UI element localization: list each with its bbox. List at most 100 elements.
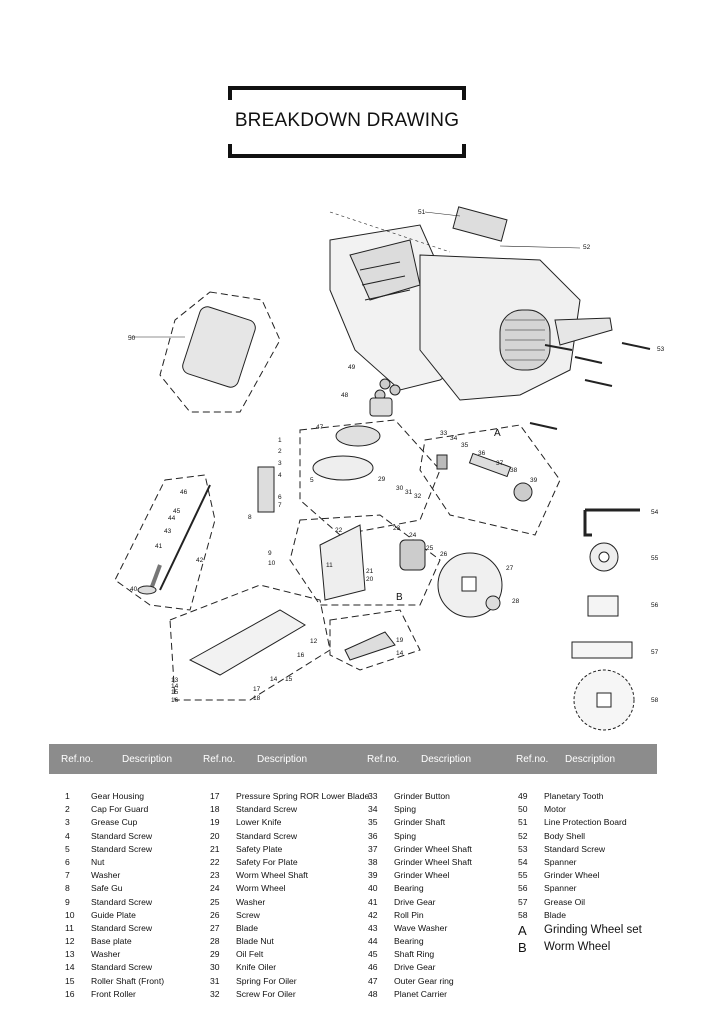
part-description: Washer xyxy=(91,870,121,881)
motor-group-outline xyxy=(159,291,281,413)
header-description-1: Description xyxy=(122,754,173,765)
callout-37: 37 xyxy=(496,460,504,467)
part-description: Worm Wheel xyxy=(544,940,611,953)
part-ref-number: 57 xyxy=(518,896,528,907)
callout-2: 2 xyxy=(278,448,282,455)
spanner-56-shape xyxy=(587,595,619,617)
grinding-wheel-set-outline xyxy=(419,424,561,536)
callout-48: 48 xyxy=(341,392,349,399)
part-ref-number: A xyxy=(518,922,527,938)
callout-1: 1 xyxy=(278,437,282,444)
part-ref-number: 9 xyxy=(65,896,70,907)
callout-57: 57 xyxy=(651,649,659,656)
callout-16: 16 xyxy=(171,697,179,704)
callout-B: B xyxy=(396,592,403,603)
part-ref-number: 40 xyxy=(368,883,378,894)
part-ref-number: 11 xyxy=(65,922,74,933)
part-ref-number: 52 xyxy=(518,830,528,841)
part-ref-number: 24 xyxy=(210,883,220,894)
callout-11: 11 xyxy=(326,562,333,569)
part-description: Knife Oiler xyxy=(236,962,277,973)
header-description-2: Description xyxy=(257,754,308,765)
callout-17: 17 xyxy=(253,686,261,693)
callout-40: 40 xyxy=(130,586,138,593)
callout-8: 8 xyxy=(248,514,252,521)
callout-58: 58 xyxy=(651,697,659,704)
part-ref-number: 15 xyxy=(65,975,75,986)
callout-28: 28 xyxy=(512,598,520,605)
callout-19: 19 xyxy=(396,637,404,644)
part-description: Grinder Button xyxy=(394,791,450,801)
safe-guard xyxy=(257,466,275,513)
motor-body xyxy=(182,306,256,388)
callout-34: 34 xyxy=(450,435,458,442)
part-ref-number: 38 xyxy=(368,856,378,867)
part-ref-number: 21 xyxy=(210,843,220,854)
part-description: Screw For Oiler xyxy=(236,988,296,999)
callout-25: 25 xyxy=(426,545,434,552)
part-description: Outer Gear ring xyxy=(394,975,454,986)
callout-51: 51 xyxy=(418,209,426,216)
part-ref-number: 22 xyxy=(210,856,220,867)
callout-53: 53 xyxy=(657,346,665,353)
part-description: Standard Screw xyxy=(91,830,153,841)
callout-3: 3 xyxy=(278,460,282,467)
header-refno-4: Ref.no. xyxy=(516,754,549,765)
part-description: Drive Gear xyxy=(394,962,436,973)
planet-carrier xyxy=(369,397,393,417)
part-ref-number: 31 xyxy=(210,975,220,986)
part-description: Blade xyxy=(544,909,566,920)
callout-54: 54 xyxy=(651,509,659,516)
part-ref-number: 32 xyxy=(210,988,220,999)
part-description: Washer xyxy=(91,949,121,960)
part-description: Drive Gear xyxy=(394,896,436,907)
part-description: Blade Nut xyxy=(236,936,274,947)
callout-20: 20 xyxy=(366,576,374,583)
outer-gear-ring xyxy=(335,425,381,447)
part-ref-number: 53 xyxy=(518,843,528,854)
part-description: Front Roller xyxy=(91,988,136,999)
part-description: Grease Oil xyxy=(544,896,586,907)
part-description: Spanner xyxy=(544,883,577,894)
part-description: Wave Washer xyxy=(394,922,448,933)
part-description: Screw xyxy=(236,909,260,920)
part-description: Standard Screw xyxy=(236,830,298,841)
callout-A: A xyxy=(494,428,501,439)
exploded-parts-drawing: 51 52 50 53 49 48 47 1 2 3 4 5 6 7 8 A 3… xyxy=(114,206,665,731)
part-description: Base plate xyxy=(91,936,132,947)
part-description: Safe Gu xyxy=(91,883,123,894)
part-ref-number: 17 xyxy=(210,791,220,801)
grease-oil-57-shape xyxy=(571,641,633,659)
callout-16b: 16 xyxy=(297,652,305,659)
part-ref-number: 45 xyxy=(368,949,378,960)
part-description: Safety For Plate xyxy=(236,856,298,867)
part-ref-number: 54 xyxy=(518,856,528,867)
part-ref-number: 42 xyxy=(368,909,378,920)
header-description-4: Description xyxy=(565,754,616,765)
callout-45: 45 xyxy=(173,508,181,515)
part-ref-number: 13 xyxy=(65,949,75,960)
part-ref-number: 36 xyxy=(368,830,378,841)
part-description: Grinder Wheel xyxy=(544,870,600,881)
callout-42: 42 xyxy=(196,557,204,564)
part-ref-number: 25 xyxy=(210,896,220,907)
spanner-54-shape xyxy=(583,508,640,537)
part-description: Grinding Wheel set xyxy=(544,923,642,936)
callout-39: 39 xyxy=(530,477,538,484)
worm-wheel-outline xyxy=(289,514,441,606)
part-description: Standard Screw xyxy=(91,843,153,854)
part-ref-number: 4 xyxy=(65,830,70,841)
drive-spindle-outline xyxy=(114,474,216,611)
part-description: Grinder Shaft xyxy=(394,817,446,828)
callout-23: 23 xyxy=(393,525,401,532)
header-refno-3: Ref.no. xyxy=(367,754,400,765)
header-refno-2: Ref.no. xyxy=(203,754,236,765)
callout-4: 4 xyxy=(278,472,282,479)
part-ref-number: 3 xyxy=(65,817,70,828)
callout-41: 41 xyxy=(155,543,163,550)
part-description: Motor xyxy=(544,804,566,815)
callout-38: 38 xyxy=(510,467,518,474)
part-description: Gear Housing xyxy=(91,791,145,801)
part-ref-number: 35 xyxy=(368,817,378,828)
callout-29: 29 xyxy=(378,476,386,483)
